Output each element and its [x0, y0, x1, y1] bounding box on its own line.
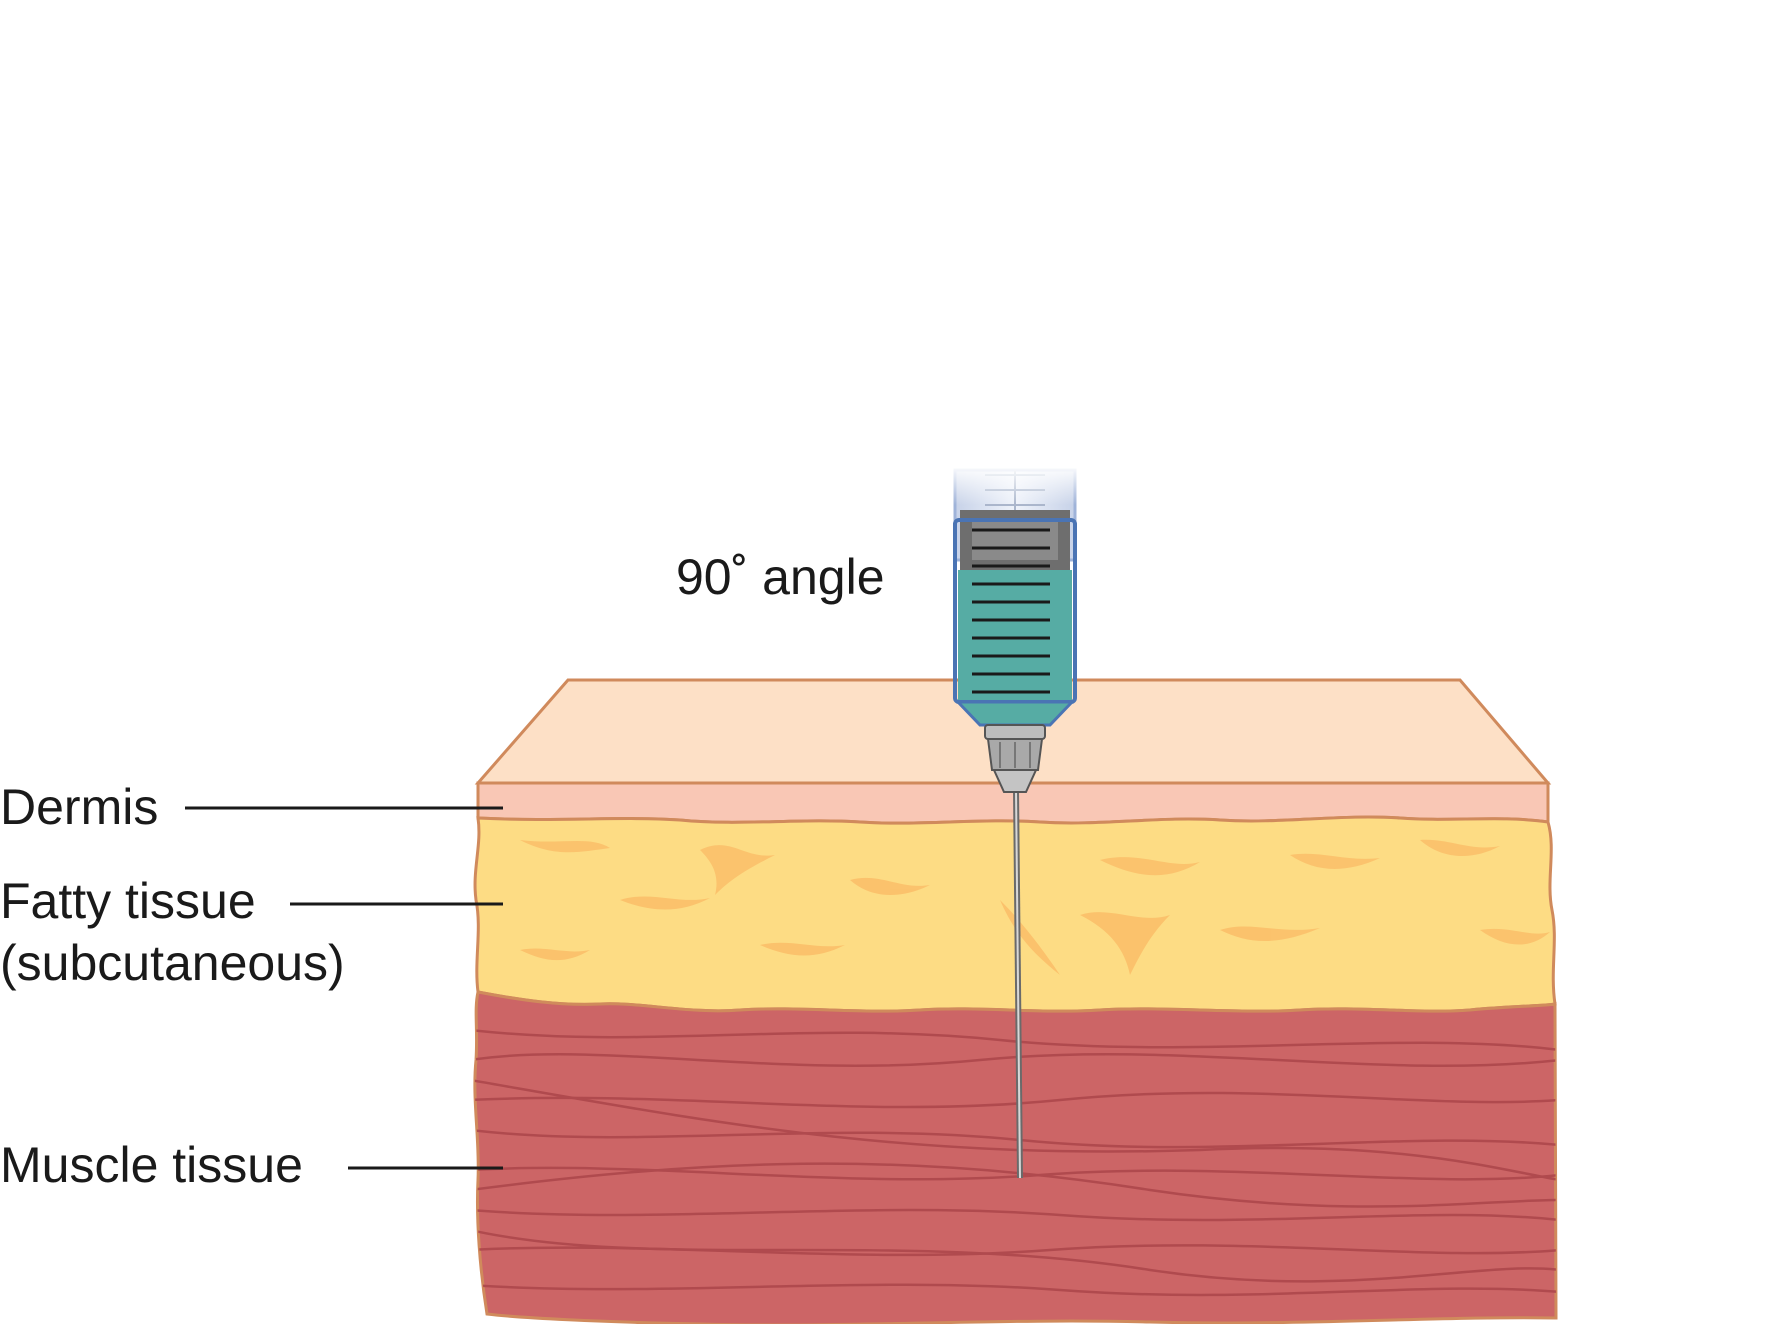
muscle-tissue-label: Muscle tissue	[0, 1137, 303, 1193]
needle-icon	[1013, 789, 1023, 1179]
muscle-layer	[473, 990, 1558, 1327]
fatty-tissue-sublabel: (subcutaneous)	[0, 935, 345, 991]
dermis-label: Dermis	[0, 779, 158, 835]
angle-label: 90˚ angle	[676, 549, 885, 605]
fatty-tissue-label: Fatty tissue	[0, 873, 256, 929]
fat-streaks	[520, 839, 1550, 975]
syringe-icon	[945, 465, 1085, 793]
